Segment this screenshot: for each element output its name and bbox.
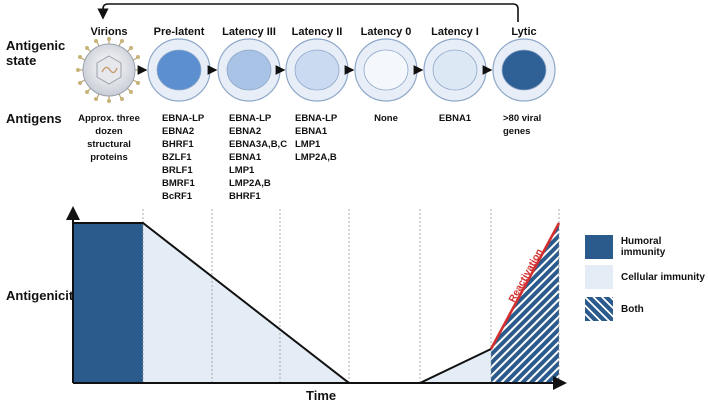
antigenicity-chart: Reactivation (66, 206, 567, 390)
cell-latency-ii (285, 38, 349, 102)
cell-pre-latent (147, 38, 211, 102)
cell-latency-0 (354, 38, 418, 102)
antigenicity-label: Antigenicity (6, 288, 81, 303)
cell-latency-i (423, 38, 487, 102)
state-title-latency-iii: Latency III (222, 26, 276, 38)
legend-swatch-both (585, 297, 613, 321)
state-title-latency-0: Latency 0 (360, 26, 412, 38)
state-title-pre-latent: Pre-latent (153, 26, 205, 38)
legend-swatch-cellular (585, 265, 613, 289)
antigens-latency-0: None (374, 113, 398, 124)
state-title-lytic: Lytic (511, 26, 537, 38)
cell-latency-iii (217, 38, 281, 102)
legend-label-cellular: Cellular immunity (621, 271, 705, 283)
state-title-latency-ii: Latency II (291, 26, 343, 38)
legend-label-humoral: Humoral immunity (620, 236, 666, 258)
legend-humoral: Humoral immunity (585, 235, 708, 259)
state-title-virions: Virions (90, 26, 128, 38)
virion-icon (76, 37, 142, 103)
humoral-area (73, 223, 143, 383)
both-area-lytic (491, 223, 559, 383)
antigenic-state-label: Antigenic state (6, 38, 66, 68)
cell-lytic (492, 38, 556, 102)
legend-cellular: Cellular immunity (585, 265, 705, 289)
lytic-to-virions-arrow (97, 3, 519, 22)
antigens-latency-i: EBNA1 (438, 113, 472, 124)
antigens-label: Antigens (6, 111, 62, 126)
legend-label-both: Both (621, 303, 644, 315)
state-title-latency-i: Latency I (431, 26, 479, 38)
legend-swatch-humoral (585, 235, 613, 259)
legend-both: Both (585, 297, 644, 321)
time-axis-label: Time (306, 388, 337, 403)
reactivation-line (489, 222, 561, 350)
